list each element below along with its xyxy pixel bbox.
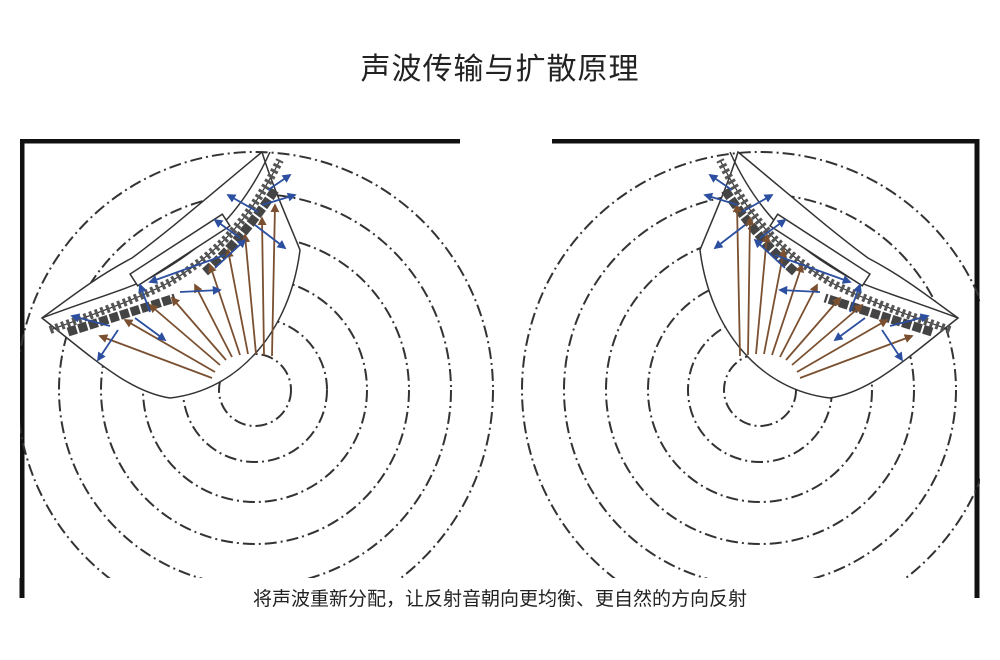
reflected-arrow xyxy=(138,283,151,313)
reflected-arrow xyxy=(254,224,287,250)
incident-arrow xyxy=(796,319,889,373)
reflected-arrow xyxy=(889,313,930,327)
incident-arrow xyxy=(755,233,771,355)
reflected-arrow xyxy=(261,192,297,206)
diffuser-tiles xyxy=(48,158,284,334)
reflected-arrow xyxy=(753,238,786,269)
incident-arrow xyxy=(785,296,842,361)
incident-arrow xyxy=(194,283,233,358)
incident-arrow xyxy=(208,263,241,356)
reflected-arrow xyxy=(741,194,774,213)
reflected-arrow xyxy=(97,329,119,362)
right-reflected-arrows xyxy=(703,173,930,362)
wave-ring xyxy=(218,353,292,427)
wave-ring xyxy=(605,235,915,545)
incident-arrow xyxy=(170,296,227,361)
left-room-diagram xyxy=(0,0,494,660)
incident-arrow xyxy=(771,263,804,356)
incident-arrow xyxy=(241,233,257,355)
wave-ring xyxy=(100,235,410,545)
diffuser-slot xyxy=(769,213,871,287)
reflected-arrow xyxy=(713,224,746,250)
reflected-arrow xyxy=(213,218,241,239)
reflected-arrow xyxy=(849,283,862,313)
reflected-arrow xyxy=(703,192,739,206)
wave-ring xyxy=(142,277,368,503)
reflected-arrow xyxy=(881,329,903,362)
incident-arrow xyxy=(123,319,216,373)
left-room-wall xyxy=(19,138,460,598)
wave-ring xyxy=(58,193,452,587)
incident-arrow xyxy=(224,248,249,355)
reflected-arrow xyxy=(70,313,111,327)
acoustic-panel xyxy=(66,293,177,337)
diffuser-slot xyxy=(129,213,231,287)
left-incident-arrows xyxy=(98,203,280,379)
reflected-arrow xyxy=(267,173,292,191)
reflected-arrow xyxy=(778,285,821,295)
wave-ring xyxy=(647,277,873,503)
incident-arrow xyxy=(257,216,267,356)
acoustic-panel xyxy=(823,293,934,337)
right-room-wall xyxy=(552,138,980,598)
wave-ring xyxy=(563,193,957,587)
incident-arrow xyxy=(791,303,864,366)
incident-arrow xyxy=(763,248,788,355)
reflected-arrow xyxy=(759,218,787,239)
reflected-arrow xyxy=(179,285,222,295)
incident-arrow xyxy=(270,203,280,357)
reflected-arrow xyxy=(774,254,852,284)
incident-arrow xyxy=(98,334,213,379)
right-room-diagram xyxy=(521,0,1000,660)
diffuser-tiles xyxy=(716,158,952,334)
reflected-arrow xyxy=(708,173,733,191)
incident-arrow xyxy=(148,303,221,366)
reflected-arrow xyxy=(226,194,259,213)
acoustic-panel xyxy=(721,187,798,276)
wave-ring xyxy=(16,151,494,629)
reflected-arrow xyxy=(214,238,247,269)
incident-arrow xyxy=(779,283,818,358)
page-title: 声波传输与扩散原理 xyxy=(360,52,640,87)
diagram-caption: 将声波重新分配，让反射音朝向更均衡、更自然的方向反射 xyxy=(252,588,747,610)
incident-arrow xyxy=(799,334,914,379)
reflected-arrow xyxy=(134,317,167,342)
reflected-arrow xyxy=(148,254,226,284)
incident-arrow xyxy=(745,216,755,356)
reflected-arrow xyxy=(833,317,866,342)
left-reflected-arrows xyxy=(70,173,297,362)
